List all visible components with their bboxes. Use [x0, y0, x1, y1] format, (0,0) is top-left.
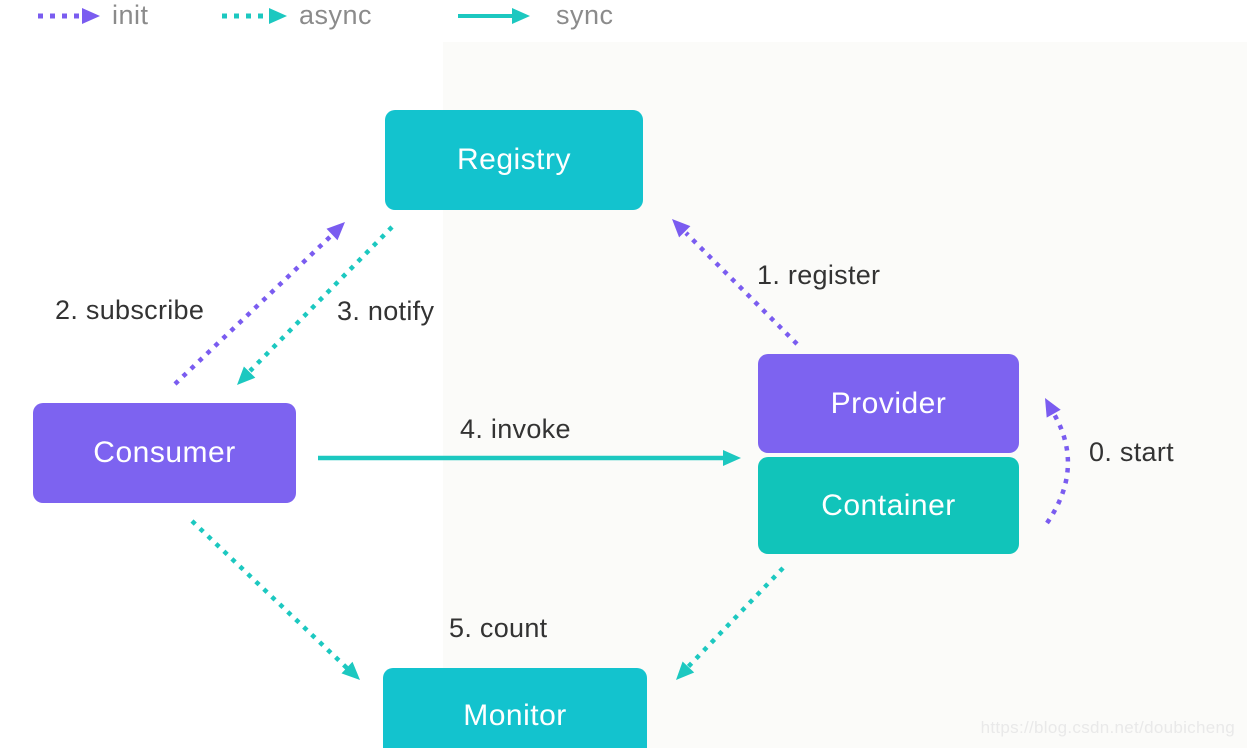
legend-sync-arrow: [458, 8, 530, 24]
edge-label-register: 1. register: [757, 260, 881, 290]
node-container: Container: [758, 457, 1019, 554]
legend-init-arrow: [38, 8, 100, 24]
edge-label-count: 5. count: [449, 613, 548, 643]
edge-label-subscribe: 2. subscribe: [55, 295, 205, 325]
count-left-arrow-head: [341, 661, 360, 680]
async-arrow-head: [269, 8, 287, 24]
node-registry-label: Registry: [456, 143, 572, 176]
register-arrow-head: [672, 219, 691, 238]
notify-arrow-line: [248, 225, 394, 373]
start-arrow-head: [1045, 398, 1061, 418]
node-consumer-label: Consumer: [93, 436, 236, 469]
register-arrow-line: [684, 231, 799, 346]
node-registry: Registry: [385, 110, 643, 210]
invoke-arrow: [318, 450, 741, 466]
legend-label-init: init: [112, 0, 149, 30]
legend-label-sync: sync: [556, 0, 614, 30]
node-provider: Provider: [758, 354, 1019, 453]
edge-label-notify: 3. notify: [337, 296, 435, 326]
start-arrow: [1045, 398, 1071, 525]
invoke-arrow-head: [723, 450, 741, 466]
node-container-label: Container: [821, 488, 956, 522]
edge-label-invoke: 4. invoke: [460, 414, 571, 444]
subscribe-arrow-head: [326, 222, 345, 241]
count-left-arrow: [190, 519, 360, 680]
register-arrow: [672, 219, 799, 346]
count-right-arrow-head: [676, 661, 695, 680]
node-provider-label: Provider: [830, 386, 947, 420]
legend-label-async: async: [299, 0, 373, 30]
count-right-arrow-line: [686, 566, 785, 669]
count-left-arrow-line: [190, 519, 351, 672]
count-right-arrow: [676, 566, 785, 680]
node-monitor: Monitor: [383, 668, 647, 748]
subscribe-arrow-line: [173, 232, 335, 386]
notify-arrow-head: [237, 366, 256, 385]
subscribe-arrow: [173, 222, 345, 386]
node-consumer: Consumer: [33, 403, 296, 503]
init-arrow-head: [82, 8, 100, 24]
sync-arrow-head: [512, 8, 530, 24]
notify-arrow: [237, 225, 394, 385]
legend-async-arrow: [222, 8, 287, 24]
edge-label-start: 0. start: [1089, 437, 1174, 467]
node-monitor-label: Monitor: [463, 698, 567, 732]
start-arrow-curve: [1045, 412, 1071, 525]
watermark-url: https://blog.csdn.net/doubicheng: [980, 718, 1235, 737]
